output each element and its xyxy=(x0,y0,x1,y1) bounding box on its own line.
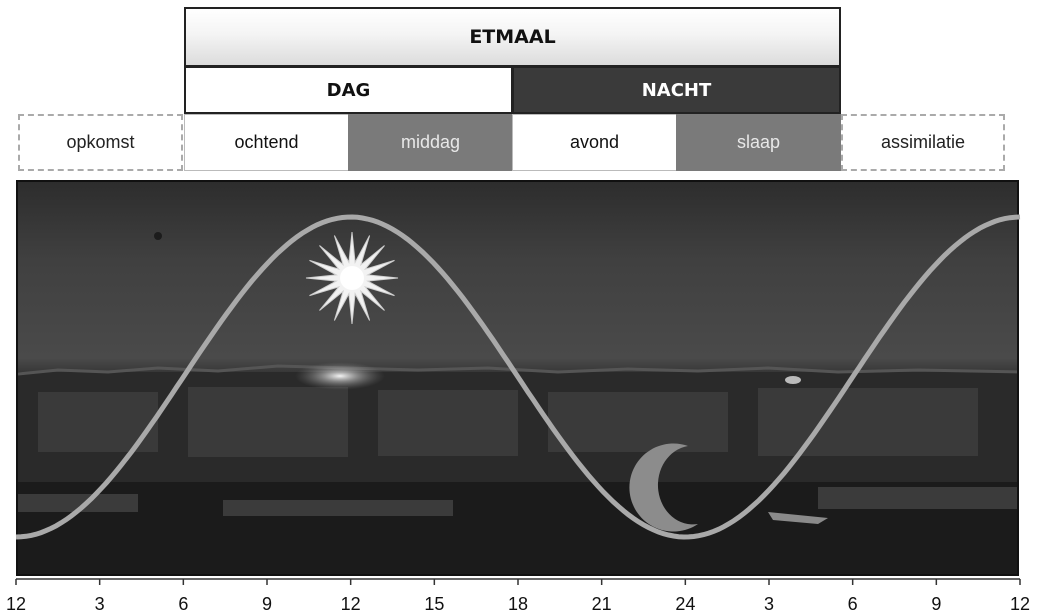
phase-opkomst: opkomst xyxy=(18,114,183,171)
phase-avond: avond xyxy=(512,114,677,171)
sun-path-curve xyxy=(15,214,1021,540)
axis-tick-label: 3 xyxy=(94,594,105,614)
axis-tick-label: 12 xyxy=(1009,594,1031,614)
moon-icon xyxy=(629,443,698,532)
period-dag: DAG xyxy=(184,66,513,114)
time-axis-ticks xyxy=(15,579,1021,585)
axis-tick-label: 9 xyxy=(261,594,273,614)
etmaal-header: ETMAAL xyxy=(184,7,841,67)
sun-icon xyxy=(305,231,399,325)
period-nacht: NACHT xyxy=(512,66,841,114)
axis-tick-label: 15 xyxy=(424,594,445,614)
axis-tick-label: 21 xyxy=(591,594,612,614)
axis-tick-label: 12 xyxy=(340,594,361,614)
axis-tick-label: 3 xyxy=(763,594,775,614)
skyline-scene xyxy=(18,232,1017,574)
axis-tick-label: 6 xyxy=(847,594,858,614)
phase-assimilatie: assimilatie xyxy=(841,114,1005,171)
axis-tick-label: 6 xyxy=(178,594,189,614)
phase-middag: middag xyxy=(348,114,513,171)
axis-tick-label: 12 xyxy=(5,594,27,614)
phase-ochtend: ochtend xyxy=(184,114,349,171)
phase-slaap: slaap xyxy=(676,114,841,171)
axis-tick-label: 9 xyxy=(931,594,942,614)
axis-tick-label: 24 xyxy=(675,594,696,614)
axis-tick-label: 18 xyxy=(507,594,529,614)
